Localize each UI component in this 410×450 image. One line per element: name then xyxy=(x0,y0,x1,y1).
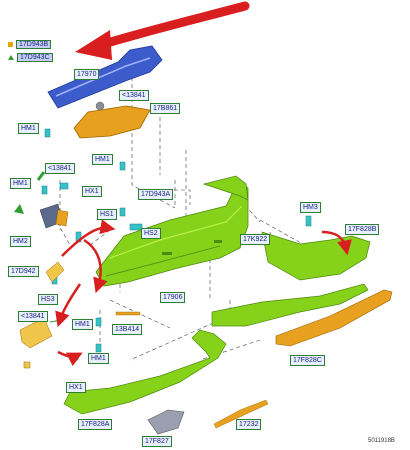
callout-17232: 17232 xyxy=(236,419,262,430)
callout-17f828a: 17F828A xyxy=(78,419,113,430)
trim-strip-shape xyxy=(275,289,393,347)
red-callout-arrow-icon xyxy=(99,1,250,49)
callout-13b414: 13B414 xyxy=(112,324,143,335)
reinforcement-beam-shape xyxy=(47,45,163,109)
callout-hm1-d: HM1 xyxy=(72,319,93,330)
callout-hm1-c: HM1 xyxy=(10,178,31,189)
callout-hs1: HS1 xyxy=(97,209,117,220)
red-arrows xyxy=(55,219,352,367)
callout-hx1-b: HX1 xyxy=(66,382,86,393)
strip-17232-shape xyxy=(213,399,269,429)
bumper-cover-shape xyxy=(95,181,249,287)
callout-13841-b: <13841 xyxy=(45,163,75,174)
legend-code-a: 17D943B xyxy=(16,40,52,49)
callout-17f828c: 17F828C xyxy=(290,355,325,366)
sensor-bracket-shape xyxy=(19,317,53,349)
callout-17d943a: 17D943A xyxy=(138,189,174,200)
callout-17d942: 17D942 xyxy=(8,266,39,277)
callout-17k922: 17K922 xyxy=(240,234,271,245)
triangle-marker-icon xyxy=(8,54,14,60)
lower-valance-shape xyxy=(63,329,227,415)
callout-17b861: 17B861 xyxy=(150,103,181,114)
callout-hm3: HM3 xyxy=(300,202,321,213)
callout-17970: 17970 xyxy=(74,69,100,80)
legend-code-b: 17D943C xyxy=(17,53,53,62)
callout-hs2: HS2 xyxy=(141,228,161,239)
callout-13841-c: <13841 xyxy=(18,311,48,322)
callout-17906: 17906 xyxy=(160,292,186,303)
energy-absorber-shape xyxy=(73,105,151,139)
callout-hm1-b: HM1 xyxy=(92,154,113,165)
callout-hs3: HS3 xyxy=(38,294,58,305)
legend-item-triangle: 17D943C xyxy=(8,53,53,62)
red-arrow-head-icon xyxy=(75,30,112,60)
legend-item-square: 17D943B xyxy=(8,40,52,49)
callout-hm1-a: HM1 xyxy=(18,123,39,134)
nut-shape xyxy=(95,101,105,111)
diffuser-mid-shape xyxy=(211,283,369,327)
square-marker-icon xyxy=(8,41,13,47)
bracket-17f827-shape xyxy=(147,409,185,435)
callout-hm1-e: HM1 xyxy=(88,353,109,364)
diffuser-upper-shape xyxy=(261,231,371,281)
callout-hm2: HM2 xyxy=(10,236,31,247)
callout-hx1-a: HX1 xyxy=(82,186,102,197)
callout-13841-a: <13841 xyxy=(119,90,149,101)
callout-17f827: 17F827 xyxy=(142,436,172,447)
callout-17f828b: 17F828B xyxy=(345,224,380,235)
figure-id: 5011918B xyxy=(368,438,395,444)
